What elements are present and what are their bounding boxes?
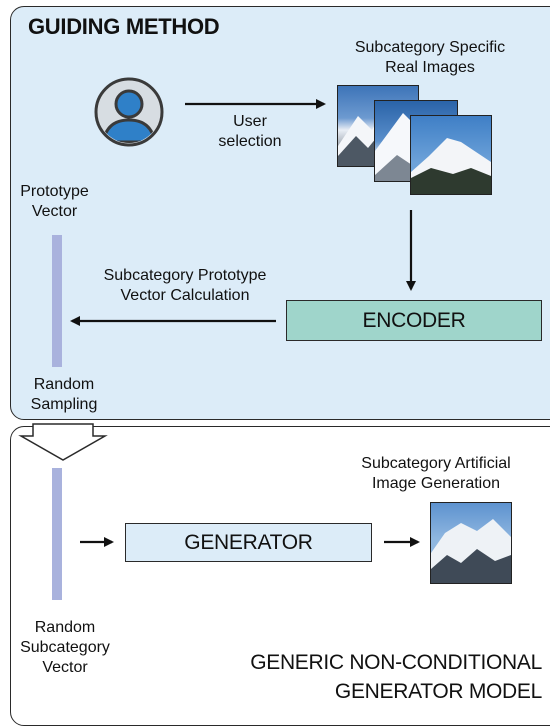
user-icon <box>93 76 165 148</box>
prototype-vector-bar <box>52 235 62 367</box>
random-sampling-arrow <box>18 423 108 461</box>
generator-box: GENERATOR <box>125 523 372 562</box>
user-selection-label: User selection <box>218 113 282 150</box>
guiding-method-panel <box>10 6 550 420</box>
real-image-3 <box>410 115 492 195</box>
random-sampling-label: Random Sampling <box>30 376 98 413</box>
artificial-image-label: Subcategory Artificial Image Generation <box>361 455 511 492</box>
random-vector-bar <box>52 468 62 600</box>
encoder-box: ENCODER <box>286 300 542 341</box>
generator-model-title: GENERIC NON-CONDITIONAL GENERATOR MODEL <box>250 651 542 703</box>
generated-image <box>430 502 512 584</box>
prototype-calc-label: Subcategory Prototype Vector Calculation <box>103 267 267 304</box>
guiding-method-title: GUIDING METHOD <box>28 14 220 39</box>
real-images-label: Subcategory Specific Real Images <box>354 39 506 76</box>
prototype-vector-label: Prototype Vector <box>20 183 89 220</box>
random-subcategory-vector-label: Random Subcategory Vector <box>20 619 110 676</box>
